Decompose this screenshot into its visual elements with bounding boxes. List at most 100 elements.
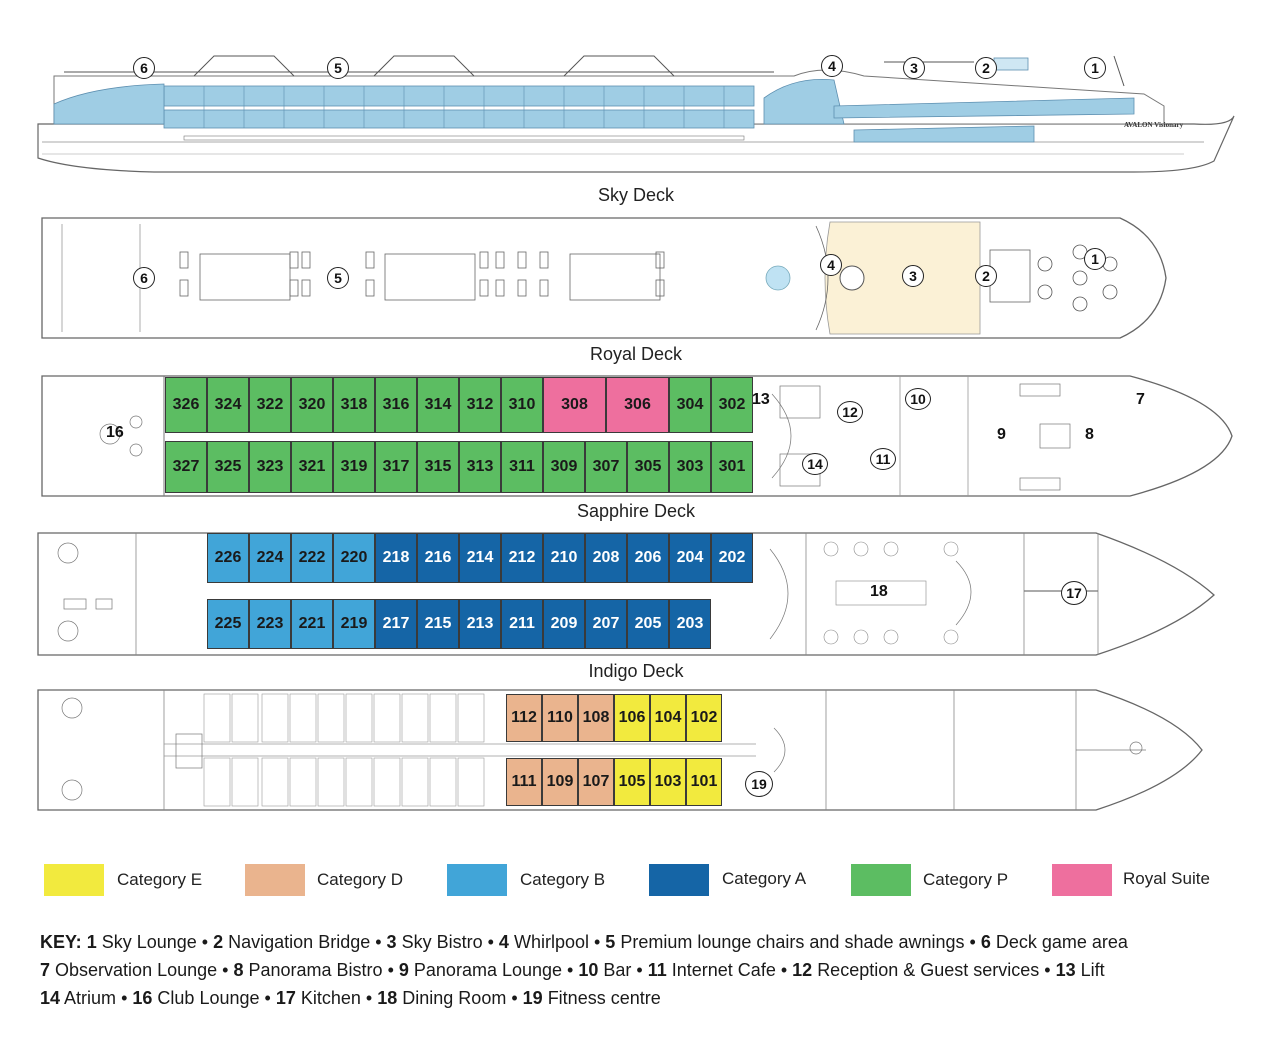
cabin[interactable]: 110	[542, 694, 578, 742]
profile-marker-4: 4	[821, 55, 843, 77]
cabin[interactable]: 204	[669, 533, 711, 583]
cabin[interactable]: 107	[578, 758, 614, 806]
cabin[interactable]: 316	[375, 377, 417, 433]
cabin[interactable]: 102	[686, 694, 722, 742]
royal-deck-outline	[41, 217, 1167, 339]
sapphire-marker-16: 16	[106, 424, 124, 441]
cabin[interactable]: 327	[165, 441, 207, 493]
cabin[interactable]: 105	[614, 758, 650, 806]
cabin[interactable]: 311	[501, 441, 543, 493]
cabin[interactable]: 218	[375, 533, 417, 583]
cabin[interactable]: 304	[669, 377, 711, 433]
cabin[interactable]: 319	[333, 441, 375, 493]
cabin[interactable]: 206	[627, 533, 669, 583]
key-number: 3	[386, 932, 397, 952]
key-number: 18	[377, 988, 398, 1008]
key-number: 1	[86, 932, 97, 952]
cabin[interactable]: 225	[207, 599, 249, 649]
sapphire-marker-8: 8	[1085, 426, 1094, 443]
cabin[interactable]: 320	[291, 377, 333, 433]
cabin[interactable]: 211	[501, 599, 543, 649]
cabin[interactable]: 321	[291, 441, 333, 493]
cabin[interactable]: 101	[686, 758, 722, 806]
sapphire-marker-12: 12	[837, 401, 863, 423]
cabin[interactable]: 322	[249, 377, 291, 433]
cabin[interactable]: 301	[711, 441, 753, 493]
cabin[interactable]: 112	[506, 694, 542, 742]
cabin[interactable]: 307	[585, 441, 627, 493]
key-line-2: 7 Observation Lounge • 8 Panorama Bistro…	[40, 960, 1105, 980]
key-number: 12	[792, 960, 813, 980]
cabin[interactable]: 324	[207, 377, 249, 433]
cabin[interactable]: 205	[627, 599, 669, 649]
cabin[interactable]: 226	[207, 533, 249, 583]
key-number: 19	[522, 988, 543, 1008]
cabin[interactable]: 224	[249, 533, 291, 583]
cabin[interactable]: 302	[711, 377, 753, 433]
cabin[interactable]: 318	[333, 377, 375, 433]
cabin[interactable]: 111	[506, 758, 542, 806]
profile-marker-1: 1	[1084, 57, 1106, 79]
cabin[interactable]: 208	[585, 533, 627, 583]
sapphire-marker-13: 13	[752, 391, 770, 408]
royal-suite-cabin[interactable]: 306	[606, 377, 669, 433]
cabin[interactable]: 317	[375, 441, 417, 493]
sapphire-marker-11: 11	[870, 448, 896, 470]
legend-swatch-royal-suite	[1052, 864, 1112, 896]
cabin[interactable]: 203	[669, 599, 711, 649]
cabin[interactable]: 309	[543, 441, 585, 493]
cabin[interactable]: 103	[650, 758, 686, 806]
cabin[interactable]: 109	[542, 758, 578, 806]
indigo-marker-18: 18	[870, 583, 888, 600]
cabin[interactable]: 305	[627, 441, 669, 493]
legend-swatch-category-b	[447, 864, 507, 896]
cabin[interactable]: 326	[165, 377, 207, 433]
key-number: 11	[647, 960, 667, 980]
cabin[interactable]: 106	[614, 694, 650, 742]
key-number: 16	[132, 988, 153, 1008]
cabin[interactable]: 104	[650, 694, 686, 742]
cabin[interactable]: 219	[333, 599, 375, 649]
cabin[interactable]: 214	[459, 533, 501, 583]
cabin[interactable]: 220	[333, 533, 375, 583]
key-number: 8	[233, 960, 244, 980]
cabin[interactable]: 312	[459, 377, 501, 433]
cabin[interactable]: 222	[291, 533, 333, 583]
key-item: Whirlpool	[513, 932, 589, 952]
legend-swatch-category-e	[44, 864, 104, 896]
cabin[interactable]: 303	[669, 441, 711, 493]
cabin[interactable]: 315	[417, 441, 459, 493]
profile-marker-6: 6	[133, 57, 155, 79]
cabin[interactable]: 202	[711, 533, 753, 583]
key-item: Sky Lounge	[101, 932, 197, 952]
cabin[interactable]: 325	[207, 441, 249, 493]
key-number: 4	[498, 932, 509, 952]
cabin[interactable]: 207	[585, 599, 627, 649]
main-deck-plan	[36, 688, 1206, 812]
cabin[interactable]: 217	[375, 599, 417, 649]
royal-marker-3: 3	[902, 265, 924, 287]
key-number: 14	[40, 988, 61, 1008]
cabin[interactable]: 213	[459, 599, 501, 649]
cabin[interactable]: 212	[501, 533, 543, 583]
key-item: Dining Room	[402, 988, 507, 1008]
royal-deck-plan	[40, 216, 1170, 340]
cabin[interactable]: 221	[291, 599, 333, 649]
cabin[interactable]: 314	[417, 377, 459, 433]
cabin[interactable]: 310	[501, 377, 543, 433]
key-line-3: 14 Atrium • 16 Club Lounge • 17 Kitchen …	[40, 988, 661, 1008]
cabin[interactable]: 209	[543, 599, 585, 649]
cabin[interactable]: 323	[249, 441, 291, 493]
cabin[interactable]: 216	[417, 533, 459, 583]
key-number: 17	[275, 988, 296, 1008]
cabin[interactable]: 223	[249, 599, 291, 649]
main-marker-19: 19	[745, 771, 773, 797]
royal-suite-cabin[interactable]: 308	[543, 377, 606, 433]
cabin[interactable]: 108	[578, 694, 614, 742]
legend-label-category-d: Category D	[317, 870, 403, 889]
cabin[interactable]: 210	[543, 533, 585, 583]
cabin[interactable]: 313	[459, 441, 501, 493]
cabin[interactable]: 215	[417, 599, 459, 649]
sapphire-marker-7: 7	[1136, 391, 1145, 408]
indigo-marker-17: 17	[1061, 581, 1087, 605]
